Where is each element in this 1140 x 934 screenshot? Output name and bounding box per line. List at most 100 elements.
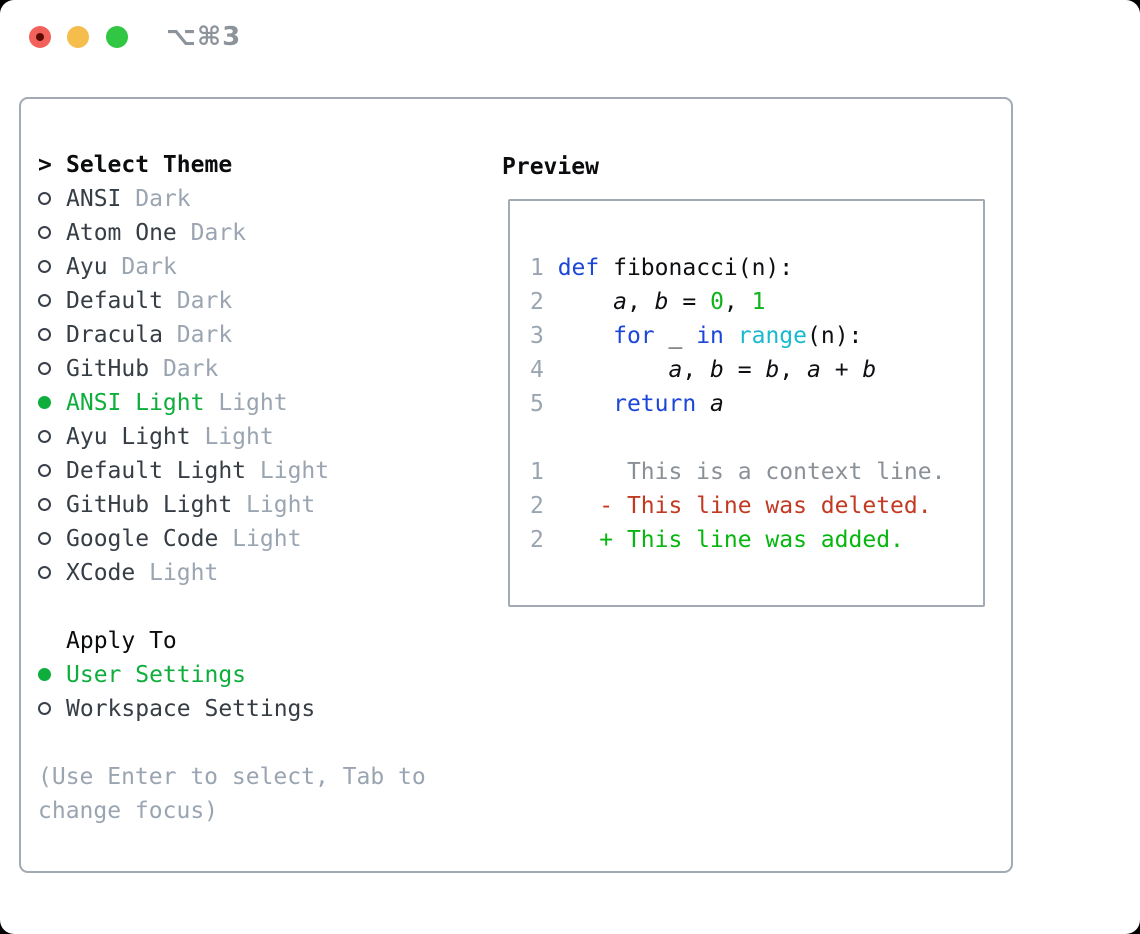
diff-text: - This line was deleted. [599, 493, 932, 519]
theme-option[interactable]: Default Light Light [38, 454, 426, 488]
theme-option[interactable]: GitHub Light Light [38, 488, 426, 522]
code-token: _ [654, 323, 697, 349]
radio-icon-unselected [38, 182, 66, 216]
theme-name: Ayu [66, 254, 108, 280]
code-token [696, 391, 710, 417]
select-theme-header: >Select Theme [38, 148, 426, 182]
code-token: = [723, 357, 766, 383]
line-number: 1 [530, 255, 558, 281]
radio-icon-unselected [38, 420, 66, 454]
code-token: , [779, 357, 808, 383]
radio-icon-unselected [38, 522, 66, 556]
radio-icon-unselected [38, 488, 66, 522]
theme-name: ANSI [66, 186, 122, 212]
theme-name: ANSI Light [66, 390, 205, 416]
theme-option[interactable]: Atom One Dark [38, 216, 426, 250]
code-line: 4 a, b = b, a + b [530, 353, 945, 387]
line-number: 4 [530, 357, 558, 383]
theme-name: Dracula [66, 322, 163, 348]
code-token: b [654, 289, 669, 315]
code-token: + [820, 357, 863, 383]
theme-variant-badge: Light [232, 526, 302, 552]
radio-icon-unselected [38, 454, 66, 488]
code-token: 0 [710, 289, 724, 315]
apply-to-header: Apply To [38, 624, 426, 658]
zoom-button[interactable] [106, 26, 128, 48]
diff-line: 2 - This line was deleted. [530, 489, 945, 523]
theme-option[interactable]: Google Code Light [38, 522, 426, 556]
theme-name: Atom One [66, 220, 177, 246]
theme-variant-badge: Light [218, 390, 288, 416]
diff-text: This is a context line. [599, 459, 946, 485]
code-token: = [668, 289, 711, 315]
theme-variant-badge: Dark [176, 288, 233, 314]
code-line: 1 def fibonacci(n): [530, 251, 945, 285]
code-token [599, 255, 613, 281]
radio-icon-unselected [38, 692, 66, 726]
line-number: 2 [530, 527, 600, 553]
code-token: for [613, 323, 655, 349]
code-token: a [807, 357, 821, 383]
radio-icon-unselected [38, 284, 66, 318]
code-token: fibonacci(n): [613, 255, 794, 281]
diff-line: 1 This is a context line. [530, 455, 945, 489]
code-token: b [862, 357, 877, 383]
theme-name: Ayu Light [66, 424, 191, 450]
code-token: def [557, 255, 600, 281]
radio-icon-unselected [38, 352, 66, 386]
theme-option[interactable]: XCode Light [38, 556, 426, 590]
theme-option[interactable]: Default Dark [38, 284, 426, 318]
preview-label: Preview [502, 154, 599, 180]
theme-option[interactable]: Ayu Dark [38, 250, 426, 284]
code-token: , [626, 289, 655, 315]
code-token: (n): [807, 323, 863, 349]
code-line: 2 a, b = 0, 1 [530, 285, 945, 319]
code-token: , [682, 357, 711, 383]
code-token: range [737, 323, 807, 349]
line-number: 5 [530, 391, 558, 417]
apply-option[interactable]: User Settings [38, 658, 426, 692]
theme-option[interactable]: Dracula Dark [38, 318, 426, 352]
apply-option-label: Workspace Settings [66, 696, 316, 722]
theme-name: Default [66, 288, 163, 314]
theme-option[interactable]: Ayu Light Light [38, 420, 426, 454]
theme-name: GitHub [66, 356, 150, 382]
line-number: 3 [530, 323, 558, 349]
line-number: 1 [530, 459, 600, 485]
close-button[interactable] [29, 26, 51, 48]
window-title: ⌥⌘3 [166, 22, 242, 52]
main-panel [19, 97, 1013, 873]
spacer [38, 726, 426, 760]
code-token [558, 289, 613, 315]
theme-name: XCode [66, 560, 136, 586]
cursor-icon: > [38, 152, 52, 178]
theme-option[interactable]: ANSI Light Light [38, 386, 426, 420]
radio-icon-unselected [38, 318, 66, 352]
radio-icon-selected [38, 386, 66, 420]
theme-name: GitHub Light [66, 492, 233, 518]
diff-text: + This line was added. [599, 527, 904, 553]
radio-icon-unselected [38, 216, 66, 250]
hint-line: change focus) [38, 798, 219, 824]
code-token: , [723, 289, 752, 315]
theme-option[interactable]: GitHub Dark [38, 352, 426, 386]
close-dot-icon [36, 33, 44, 41]
theme-name: Google Code [66, 526, 219, 552]
theme-variant-badge: Dark [121, 254, 177, 280]
theme-variant-badge: Light [259, 458, 330, 484]
minimize-button[interactable] [67, 26, 89, 48]
apply-option[interactable]: Workspace Settings [38, 692, 426, 726]
theme-name: Default Light [66, 458, 247, 484]
theme-variant-badge: Dark [190, 220, 247, 246]
code-token [558, 391, 613, 417]
theme-option[interactable]: ANSI Dark [38, 182, 426, 216]
code-token: b [710, 357, 724, 383]
preview-box [508, 199, 985, 607]
radio-icon-unselected [38, 250, 66, 284]
code-token: b [765, 357, 780, 383]
code-token: a [613, 289, 627, 315]
